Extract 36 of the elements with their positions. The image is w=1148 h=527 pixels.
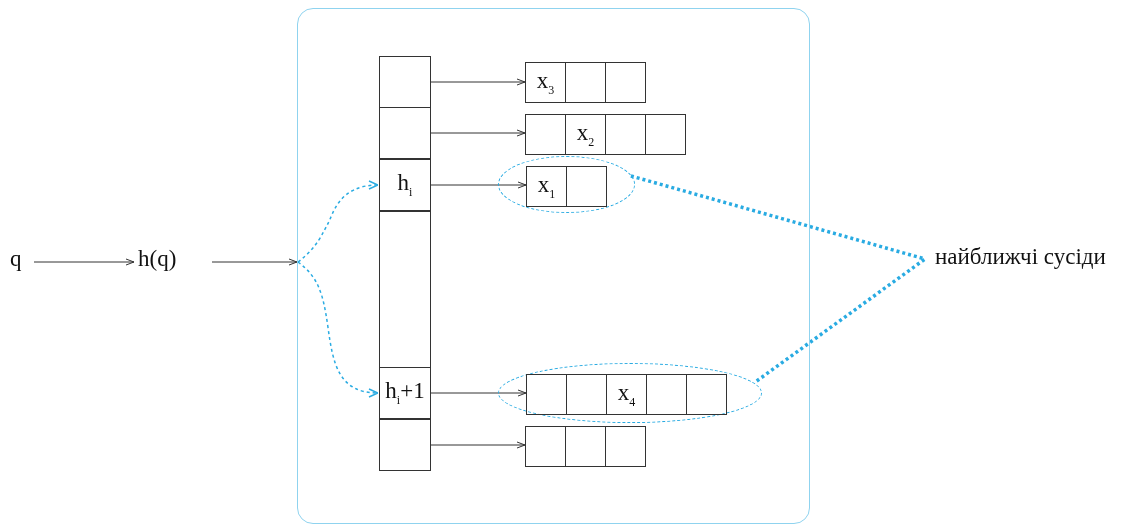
empty-cell [565, 426, 606, 467]
node-label: q [10, 246, 30, 276]
empty-cell [566, 166, 607, 207]
empty-cell [566, 374, 607, 415]
dashed-arrow [297, 180, 379, 263]
empty-cell [605, 426, 646, 467]
empty-cell [526, 374, 567, 415]
empty-cell [379, 419, 431, 471]
annotation-text: найближчі сусіди [935, 244, 1145, 274]
dashed-arrow [297, 261, 379, 398]
empty-cell [379, 56, 431, 108]
empty-cell [605, 62, 646, 103]
empty-cell [686, 374, 727, 415]
arrow [211, 258, 298, 266]
empty-cell [646, 374, 687, 415]
arrow [430, 78, 526, 86]
empty-cell [525, 114, 566, 155]
empty-cell [379, 107, 431, 159]
empty-cell [565, 62, 606, 103]
empty-cell [525, 426, 566, 467]
table-cell: h$_{i}$ [379, 159, 431, 211]
arrow [430, 129, 526, 137]
container-box [297, 8, 810, 524]
table-cell: x$_{3}$ [525, 62, 566, 103]
arrow [430, 441, 526, 449]
empty-cell [379, 211, 431, 368]
table-cell: x$_{1}$ [526, 166, 567, 207]
table-cell: x$_{4}$ [606, 374, 647, 415]
arrow [33, 258, 135, 266]
node-label: h(q) [138, 246, 208, 276]
empty-cell [645, 114, 686, 155]
arrow [430, 389, 527, 397]
table-cell: h$_{i}$+1 [379, 367, 431, 419]
empty-cell [605, 114, 646, 155]
table-cell: x$_{2}$ [565, 114, 606, 155]
arrow [430, 181, 527, 189]
